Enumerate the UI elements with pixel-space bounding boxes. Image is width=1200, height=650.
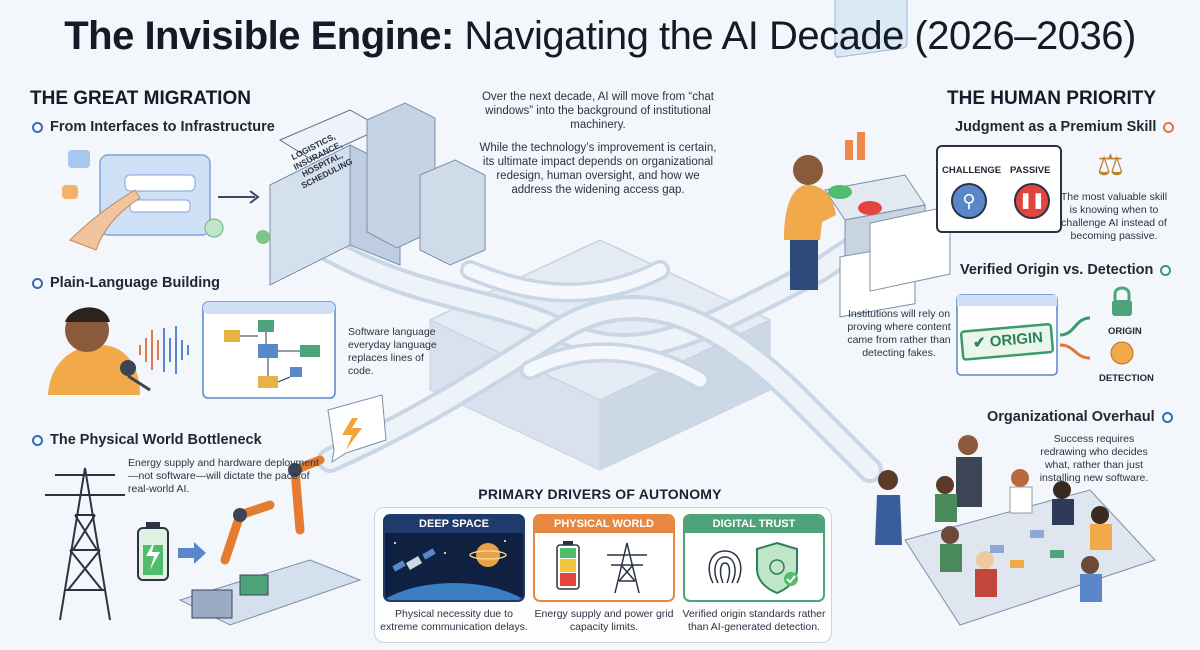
bullet-dot-icon	[1163, 121, 1175, 133]
origin-window-illustration	[956, 286, 1134, 376]
driver-card-physical-world: PHYSICAL WORLD	[533, 514, 675, 602]
page-title: The Invisible Engine: Navigating the AI …	[0, 14, 1200, 59]
speaking-person-illustration	[48, 307, 189, 395]
chat-window-illustration	[62, 150, 260, 251]
intro-text: Over the next decade, AI will move from …	[478, 90, 718, 197]
origin-label: ORIGIN	[1108, 326, 1142, 337]
driver-card-caption: Physical necessity due to extreme commun…	[380, 608, 528, 633]
challenge-passive-panel: CHALLENGE PASSIVE ⚲ ❚❚	[936, 145, 1062, 233]
bullet-dot-icon	[1161, 411, 1173, 423]
left-section-heading: THE GREAT MIGRATION	[30, 88, 251, 109]
deep-space-illustration	[385, 540, 523, 600]
challenge-magnifier-icon: ⚲	[951, 183, 987, 219]
left-item-text: Energy supply and hardware deployment—no…	[128, 457, 319, 495]
right-item-judgment: Judgment as a Premium Skill	[955, 119, 1175, 135]
drivers-panel: DEEP SPACE Physical necessity due to ext…	[374, 507, 832, 643]
bullet-dot-icon	[1160, 264, 1172, 276]
right-item-verified-origin: Verified Origin vs. Detection	[960, 262, 1172, 278]
driver-card-label: DEEP SPACE	[385, 516, 523, 533]
right-section-heading: THE HUMAN PRIORITY	[947, 88, 1156, 109]
intro-paragraph-1: Over the next decade, AI will move from …	[481, 91, 715, 131]
driver-card-label: PHYSICAL WORLD	[535, 516, 673, 533]
right-item-text: Institutions will rely on proving where …	[847, 308, 951, 359]
driver-card-caption: Verified origin standards rather than AI…	[682, 608, 826, 633]
left-item-interfaces: From Interfaces to Infrastructure	[32, 119, 275, 135]
drivers-title: PRIMARY DRIVERS OF AUTONOMY	[478, 486, 722, 502]
right-item-text: The most valuable skill is knowing when …	[1060, 191, 1168, 242]
team-meeting-illustration	[839, 205, 1156, 626]
driver-card-deep-space: DEEP SPACE	[383, 514, 525, 602]
left-item-title: The Physical World Bottleneck	[50, 432, 262, 448]
page-title-rest: Navigating the AI Decade (2026–2036)	[464, 14, 1136, 58]
challenge-label: CHALLENGE	[942, 165, 1002, 176]
bullet-dot-icon	[32, 121, 43, 133]
bullet-dot-icon	[32, 434, 43, 446]
right-item-title: Organizational Overhaul	[987, 409, 1155, 425]
driver-card-caption: Energy supply and power grid capacity li…	[534, 608, 674, 633]
left-item-plain-language: Plain-Language Building	[32, 275, 220, 291]
passive-label: PASSIVE	[1010, 165, 1051, 176]
left-item-physical-world: The Physical World Bottleneck	[32, 432, 262, 448]
bullet-dot-icon	[32, 277, 43, 289]
institution-buildings	[256, 102, 486, 286]
fingerprint-shield-illustration	[708, 541, 798, 595]
driver-card-label: DIGITAL TRUST	[685, 516, 823, 533]
battery-robot-illustration	[137, 455, 362, 626]
right-item-text: Success requires redrawing who decides w…	[1039, 433, 1149, 484]
origin-check-icon: ✔	[972, 333, 987, 353]
highway-roads	[317, 217, 893, 483]
detection-label: DETECTION	[1099, 373, 1154, 384]
right-item-org-overhaul: Organizational Overhaul	[987, 409, 1173, 425]
right-item-title: Verified Origin vs. Detection	[960, 262, 1154, 278]
left-item-title: Plain-Language Building	[50, 275, 220, 291]
flow-diagram-window	[202, 301, 336, 399]
left-item-title: From Interfaces to Infrastructure	[50, 119, 275, 135]
intro-paragraph-2: While the technology’s improvement is ce…	[479, 142, 717, 196]
power-tower-illustration	[45, 467, 125, 621]
passive-pause-icon: ❚❚	[1014, 183, 1050, 219]
right-item-title: Judgment as a Premium Skill	[955, 119, 1157, 135]
driver-card-digital-trust: DIGITAL TRUST	[683, 514, 825, 602]
left-item-text: Software language everyday language repl…	[348, 326, 437, 377]
scales-icon: ⚖	[1097, 149, 1124, 182]
page-title-bold: The Invisible Engine:	[64, 14, 454, 58]
energy-speech-bubble	[327, 394, 387, 464]
battery-tower-illustration	[556, 541, 647, 594]
